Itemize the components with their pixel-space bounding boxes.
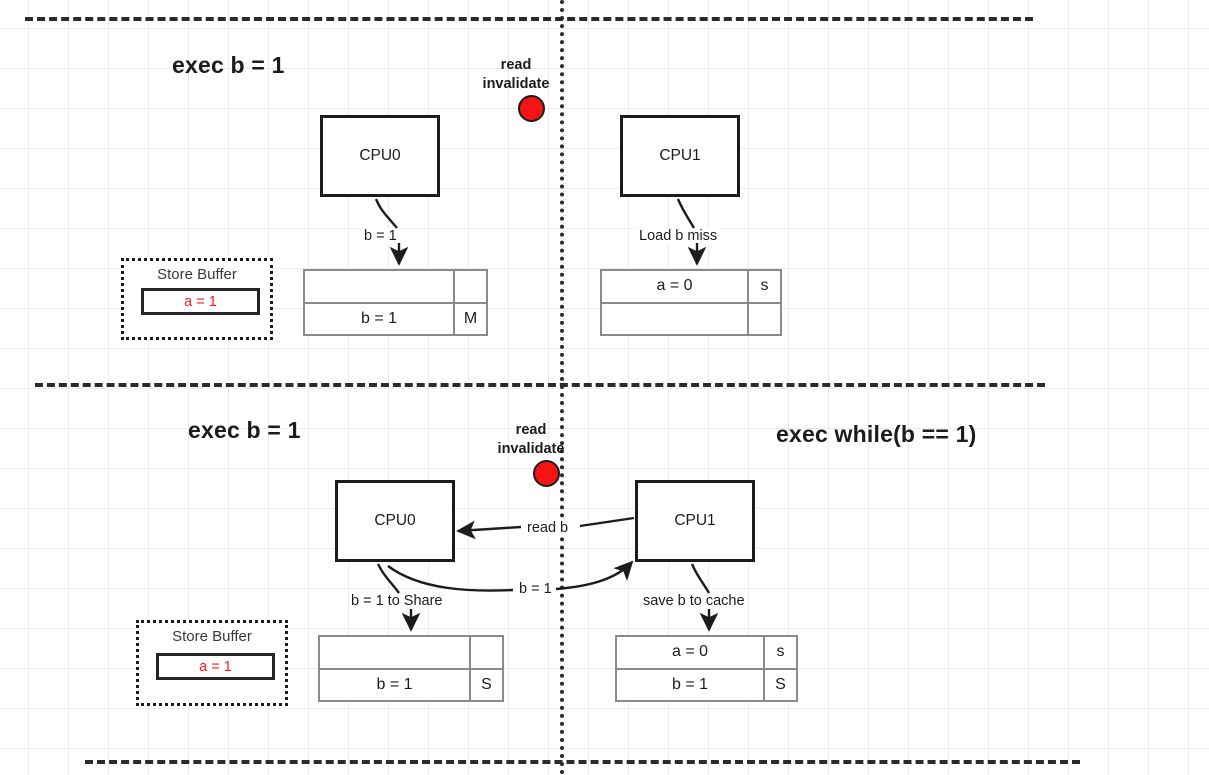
cache-value: b = 1 [376, 675, 413, 693]
panel-bottom-read-b-label: read b [525, 520, 571, 536]
cache-row: a = 0 s [602, 271, 780, 302]
store-buffer-entry: a = 1 [156, 653, 275, 680]
cache-state: s [763, 637, 796, 668]
cache-row [602, 301, 780, 335]
arrow-cpu0-to-cache-bottom [376, 563, 400, 594]
cache-state [469, 637, 502, 668]
panel-bottom-cpu1-cache: a = 0 s b = 1 S [615, 635, 798, 702]
cache-value [305, 271, 453, 302]
store-buffer-title: Store Buffer [157, 266, 237, 283]
panel-top-cpu1-cache: a = 0 s [600, 269, 782, 336]
separator-top [25, 17, 1033, 21]
panel-bottom-left-arrow-label: b = 1 to Share [349, 593, 445, 609]
cache-row: b = 1 S [320, 667, 502, 700]
cache-value [602, 304, 747, 335]
cache-value [320, 637, 469, 668]
panel-top-cpu1-box: CPU1 [620, 115, 740, 197]
cache-value: a = 0 [656, 277, 693, 295]
cpu1-label: CPU1 [659, 147, 701, 164]
panel-top-message-label: read invalidate [466, 56, 566, 93]
panel-bottom-read-invalidate-dot [533, 460, 560, 487]
cache-row: b = 1 S [617, 667, 796, 700]
store-buffer-entry: a = 1 [141, 288, 260, 315]
arrow-b-eq-1-right-seg [555, 560, 634, 591]
message-line-2: invalidate [482, 75, 550, 92]
separator-bottom [85, 760, 1080, 764]
panel-bottom-cpu1-box: CPU1 [635, 480, 755, 562]
panel-top-cpu0-cache: b = 1 M [303, 269, 488, 336]
cpu0-label: CPU0 [374, 512, 416, 529]
arrow-b-eq-1-left-seg [387, 565, 514, 592]
separator-middle [35, 383, 1045, 387]
panel-bottom-cpu0-cache: b = 1 S [318, 635, 504, 702]
cache-state: M [453, 303, 486, 334]
message-line-1: read [515, 422, 547, 438]
panel-top-right-arrow-label: Load b miss [637, 228, 720, 244]
cache-row: b = 1 M [305, 301, 486, 334]
cache-state: s [747, 271, 780, 302]
cache-state: S [763, 669, 796, 700]
panel-bottom-store-buffer: Store Buffer a = 1 [136, 620, 288, 706]
cache-value: b = 1 [671, 675, 709, 693]
cpu0-label: CPU0 [359, 147, 401, 164]
panel-bottom-heading-right: exec while(b == 1) [776, 421, 977, 447]
arrow-cpu1-to-cache-top [676, 198, 696, 229]
arrow-cpu0-to-cache-top [374, 198, 398, 229]
panel-bottom-cpu0-box: CPU0 [335, 480, 455, 562]
panel-top-heading-left: exec b = 1 [172, 52, 285, 78]
cache-state [453, 271, 486, 302]
cache-state: S [469, 669, 502, 700]
cache-value: a = 0 [671, 643, 709, 661]
panel-bottom-right-arrow-label: save b to cache [641, 593, 747, 609]
store-buffer-title: Store Buffer [172, 628, 252, 645]
panel-top-read-invalidate-dot [518, 95, 545, 122]
arrow-read-b-right-seg [579, 516, 635, 528]
panel-top-left-arrow-label: b = 1 [362, 228, 399, 244]
arrow-read-b-left-seg [456, 520, 522, 540]
arrow-cpu1-to-cache-bottom [690, 563, 711, 594]
message-line-2: invalidate [497, 440, 565, 457]
panel-top-cpu0-box: CPU0 [320, 115, 440, 197]
panel-bottom-b-eq-1-label: b = 1 [517, 581, 554, 597]
cache-row [305, 271, 486, 302]
cache-row [320, 637, 502, 668]
separator-vertical-dotted [560, 0, 564, 775]
message-line-1: read [500, 57, 532, 73]
cpu1-label: CPU1 [674, 512, 716, 529]
panel-top-store-buffer: Store Buffer a = 1 [121, 258, 273, 340]
cache-value: b = 1 [360, 309, 398, 327]
cache-row: a = 0 s [617, 637, 796, 668]
cache-state [747, 303, 780, 334]
panel-bottom-heading-left: exec b = 1 [188, 417, 301, 443]
panel-bottom-message-label: read invalidate [481, 421, 581, 458]
